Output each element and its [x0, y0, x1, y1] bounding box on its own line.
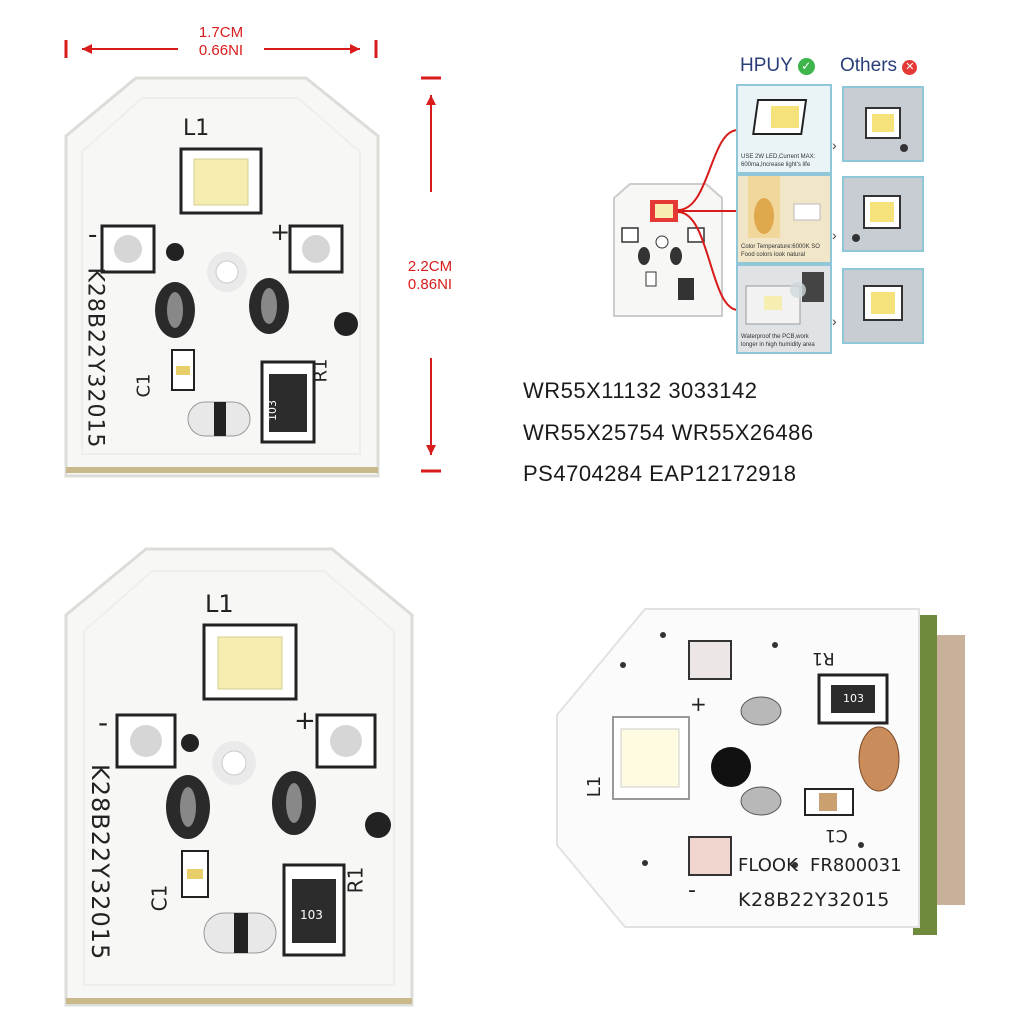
led-board-top	[64, 76, 380, 478]
led-chip-image	[752, 99, 808, 135]
led-board-bottom	[64, 547, 414, 1007]
other-led-3	[842, 268, 924, 344]
svg-text:›: ›	[832, 227, 837, 243]
part-line-3: PS4704284 EAP12172918	[523, 461, 797, 486]
feature-color-box: Color Temperature:6000K SO Food colors l…	[736, 174, 832, 264]
caption-waterproof: Waterproof the PCB,work longer in high h…	[741, 334, 815, 348]
waterproof-image	[745, 272, 824, 325]
check-icon: ✓	[797, 58, 815, 75]
photo-marking-1: FLOOK	[738, 855, 798, 876]
resistor-label-2: R1	[343, 866, 368, 894]
brand-heading: HPUY ✓	[740, 55, 815, 77]
height-cm: 2.2CM	[407, 258, 453, 275]
caption-color: Color Temperature:6000K SO Food colors l…	[741, 244, 820, 258]
feature-waterproof-box: Waterproof the PCB,work longer in high h…	[736, 264, 832, 354]
model-label: K28B22Y32015	[82, 267, 108, 449]
plus-label-2: +	[294, 706, 316, 736]
minus-label: -	[88, 220, 98, 250]
minus-label-2: -	[98, 706, 109, 739]
cap-label: C1	[133, 373, 155, 398]
brand-name: HPUY	[740, 55, 793, 76]
part-line-2: WR55X25754 WR55X26486	[523, 420, 814, 445]
photo-led-label: L1	[584, 775, 606, 798]
width-dimension: 1.7CM 0.66NI	[176, 24, 266, 60]
other-led-2	[842, 176, 924, 252]
height-dimension: 2.2CM 0.86NI	[390, 258, 470, 294]
resistor-code-2: 103	[300, 908, 323, 922]
svg-text:›: ›	[832, 313, 837, 329]
part-line-1: WR55X11132 3033142	[523, 378, 758, 403]
resistor-label: R1	[310, 358, 332, 383]
others-heading: Others ✕	[840, 55, 918, 77]
photo-minus-label: -	[688, 878, 696, 903]
height-in: 0.86NI	[407, 276, 453, 293]
svg-text:›: ›	[832, 137, 837, 153]
comparison-graphic: › › ›	[613, 129, 837, 329]
resistor-code: 103	[266, 400, 279, 421]
photo-model-label: K28B22Y32015	[738, 889, 890, 911]
other-led-1	[842, 86, 924, 162]
led-label-2: L1	[205, 590, 234, 618]
photo-cap-label: C1	[825, 825, 848, 845]
photo-resistor-code: 103	[843, 692, 864, 705]
photo-resistor-label: R1	[812, 648, 835, 668]
photo-marking-2: FR800031	[810, 855, 902, 876]
feature-led-box: USE 2W LED,Current MAX: 600ma,Increase l…	[736, 84, 832, 174]
model-label-2: K28B22Y32015	[86, 764, 114, 961]
cap-label-2: C1	[147, 884, 172, 912]
led-label: L1	[183, 116, 210, 141]
photo-board	[556, 608, 965, 935]
cross-icon: ✕	[902, 60, 918, 75]
width-cm: 1.7CM	[198, 24, 244, 41]
plus-label: +	[270, 218, 291, 246]
caption-led: USE 2W LED,Current MAX: 600ma,Increase l…	[741, 154, 816, 168]
photo-plus-label: +	[690, 692, 707, 716]
food-colors-image	[748, 176, 821, 238]
others-name: Others	[840, 55, 898, 76]
width-in: 0.66NI	[198, 42, 244, 59]
